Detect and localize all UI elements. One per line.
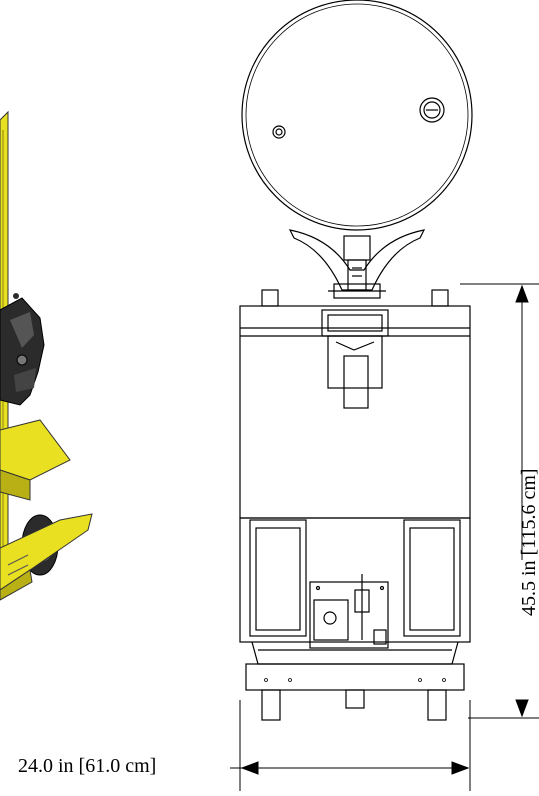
drum-bung-small [272, 125, 286, 139]
drum-outline [241, 0, 473, 231]
top-post-right [431, 289, 449, 307]
drum-bung-large [419, 97, 445, 123]
drum-cradle [288, 229, 426, 291]
center-jack [345, 689, 365, 709]
caster-left [261, 689, 281, 721]
lower-frame [239, 517, 471, 643]
isometric-cart-view [0, 110, 93, 601]
upper-frame [239, 305, 471, 519]
mast-slider [343, 355, 369, 409]
caster-right [427, 689, 447, 721]
width-dimension-label: 24.0 in [61.0 cm] [18, 755, 157, 777]
height-dimension-label: 45.5 in [115.6 cm] [518, 468, 539, 616]
base-plate [245, 663, 465, 691]
height-dimension [460, 283, 539, 719]
storage-bin-left [249, 519, 307, 637]
storage-bin-right [403, 519, 461, 637]
top-post-left [261, 289, 279, 307]
clamp-head [343, 235, 371, 261]
mast-carriage [321, 309, 389, 337]
front-view-cart [239, 0, 473, 721]
width-dimension [230, 700, 471, 791]
control-switch [373, 629, 387, 645]
handle-bar [251, 641, 459, 665]
control-panel [309, 581, 389, 649]
